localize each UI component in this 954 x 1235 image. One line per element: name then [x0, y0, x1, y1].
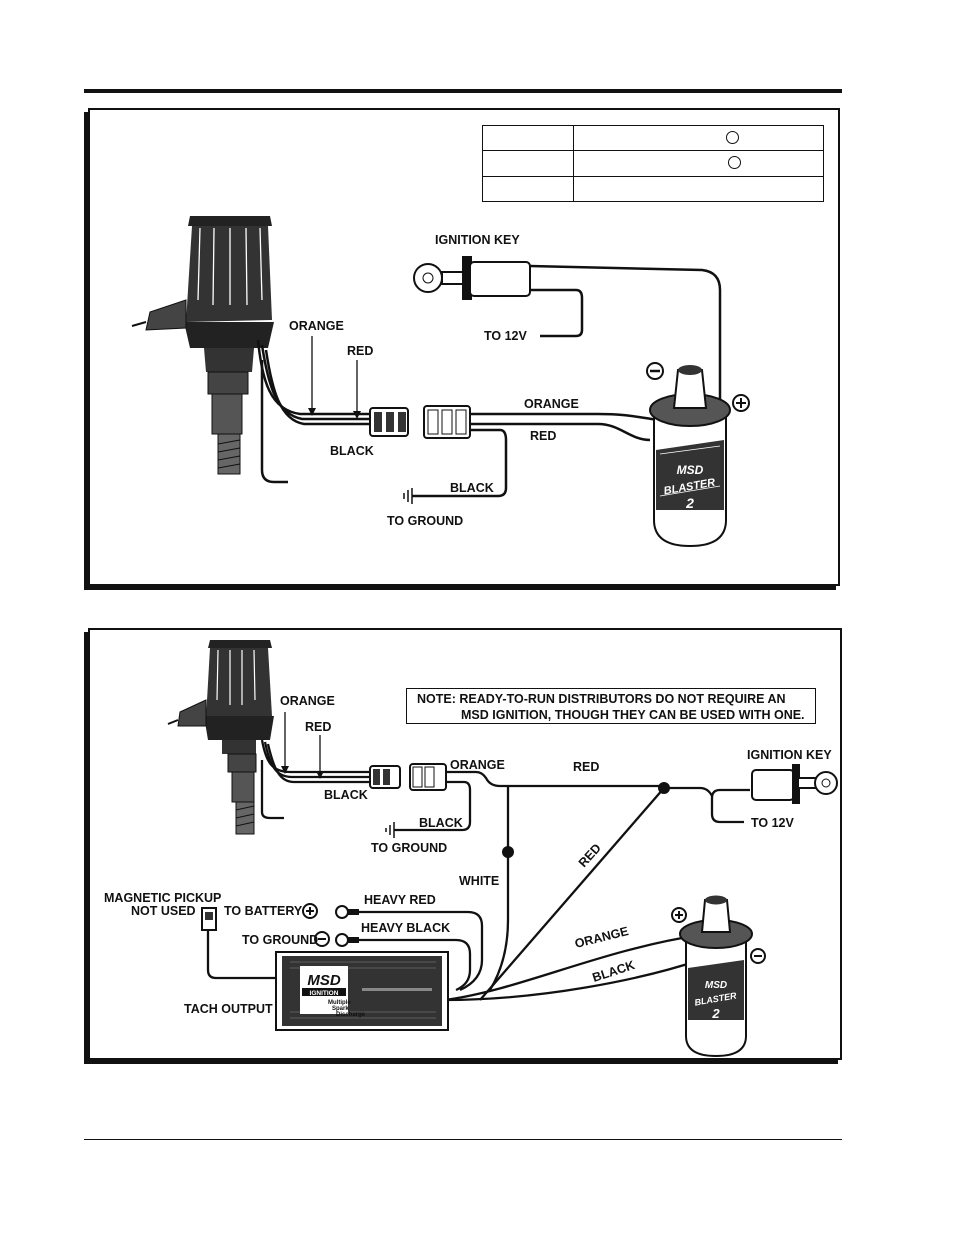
label-to-12v: TO 12V — [751, 816, 795, 830]
plus-icon — [302, 903, 318, 919]
distributor-wires-top — [256, 339, 372, 484]
ground-symbol-top — [403, 488, 413, 504]
msd-ignition-box: MSD IGNITION Multiple Spark Discharge — [275, 951, 449, 1031]
box-line1: Multiple — [328, 1000, 351, 1006]
label-to-ground-box: TO GROUND — [242, 933, 318, 947]
circle-icon — [726, 131, 739, 144]
junction-dot — [502, 846, 514, 858]
minus-icon — [646, 362, 664, 380]
label-orange-main: ORANGE — [450, 758, 505, 772]
label-to-ground: TO GROUND — [387, 514, 463, 528]
top-rule — [84, 89, 842, 93]
connector-plug-top — [369, 407, 409, 437]
label-black: BLACK — [330, 444, 374, 458]
connector-socket-top — [423, 405, 471, 439]
label-ignition-key: IGNITION KEY — [435, 233, 520, 247]
minus-icon — [750, 948, 766, 964]
distributor-wires-bottom — [260, 739, 372, 820]
legend-table — [482, 124, 824, 203]
label-heavy-black: HEAVY BLACK — [361, 921, 450, 935]
msd-coil-top: MSD BLASTER 2 — [649, 365, 731, 548]
coil-number-text: 2 — [685, 495, 694, 511]
coil-number-text: 2 — [711, 1006, 720, 1021]
connector-plug-bottom — [369, 765, 401, 789]
bottom-rule — [84, 1139, 842, 1140]
wiring-diagram-bottom — [88, 628, 842, 1060]
plus-icon — [732, 394, 750, 412]
label-red-coil: RED — [530, 429, 556, 443]
box-line2: Spark — [332, 1006, 349, 1012]
junction-dot — [658, 782, 670, 794]
label-red: RED — [305, 720, 331, 734]
label-orange-coil: ORANGE — [524, 397, 579, 411]
coil-brand-text: MSD — [705, 980, 727, 991]
ignition-key-top — [413, 256, 531, 300]
ring-terminal-battery — [335, 905, 359, 919]
legend-row — [482, 175, 824, 203]
box-brand-text: MSD — [307, 972, 341, 989]
distributor-bottom — [167, 640, 274, 835]
ring-terminal-ground — [335, 933, 359, 947]
ground-symbol-bottom — [385, 822, 395, 838]
label-ignition-key: IGNITION KEY — [747, 748, 832, 762]
label-to-ground: TO GROUND — [371, 841, 447, 855]
label-orange: ORANGE — [289, 319, 344, 333]
label-white: WHITE — [459, 874, 499, 888]
circle-icon — [728, 156, 741, 170]
label-red: RED — [347, 344, 373, 358]
magnetic-pickup-connector — [201, 907, 217, 931]
legend-row — [482, 150, 824, 177]
ignition-key-bottom — [751, 764, 838, 804]
note-box: NOTE: READY-TO-RUN DISTRIBUTORS DO NOT R… — [406, 688, 816, 724]
label-black: BLACK — [324, 788, 368, 802]
minus-icon — [314, 931, 330, 947]
label-magnetic-pickup: MAGNETIC PICKUP — [104, 891, 221, 905]
distributor-top — [131, 216, 274, 475]
note-line-2: MSD IGNITION, THOUGH THEY CAN BE USED WI… — [461, 708, 805, 722]
label-red-main: RED — [573, 760, 599, 774]
label-to-12v: TO 12V — [484, 329, 528, 343]
connector-socket-bottom — [409, 763, 447, 791]
label-black-ground: BLACK — [419, 816, 463, 830]
main-wires-bottom — [206, 770, 750, 1002]
note-line-1: NOTE: READY-TO-RUN DISTRIBUTORS DO NOT R… — [417, 692, 786, 706]
label-black-ground: BLACK — [450, 481, 494, 495]
label-heavy-red: HEAVY RED — [364, 893, 436, 907]
coil-brand-text: MSD — [677, 463, 704, 477]
msd-coil-bottom: MSD BLASTER 2 — [679, 895, 753, 1058]
label-to-battery: TO BATTERY — [224, 904, 303, 918]
label-tach-output: TACH OUTPUT — [184, 1002, 273, 1016]
box-line3: Discharge — [336, 1012, 366, 1018]
plus-icon — [671, 907, 687, 923]
box-sub-text: IGNITION — [310, 990, 339, 997]
label-orange: ORANGE — [280, 694, 335, 708]
label-not-used: NOT USED — [131, 904, 196, 918]
